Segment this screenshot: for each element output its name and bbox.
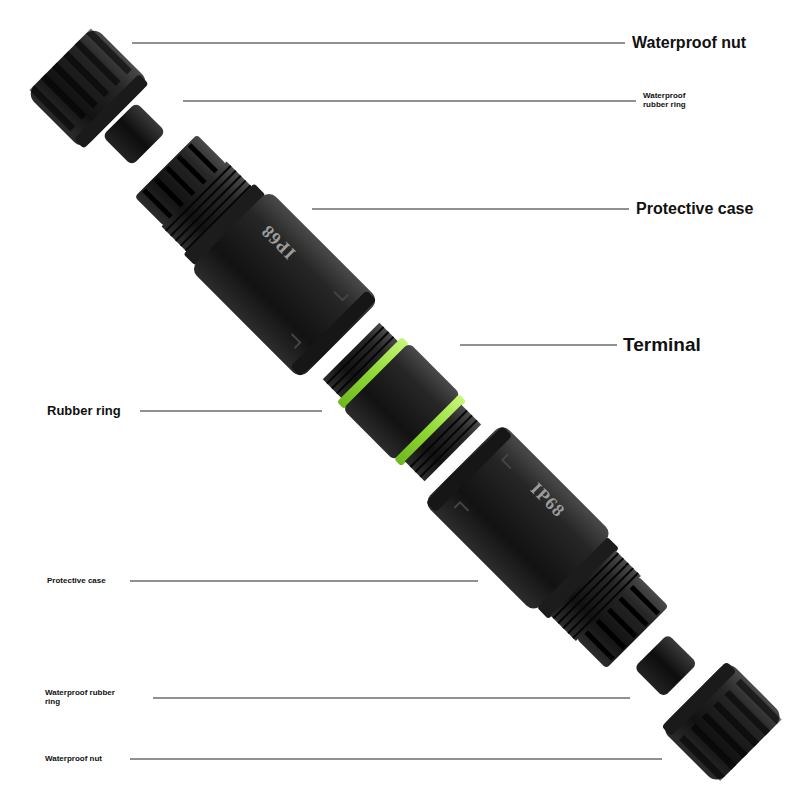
exploded-connector (20, 20, 790, 790)
leader-lines (130, 43, 662, 759)
part-label: Terminal (623, 335, 701, 356)
part-label: Waterproof rubber ring (643, 92, 705, 110)
rubber-ring (634, 634, 698, 698)
part-label: Waterproof rubber ring (45, 689, 123, 707)
part-label: Rubber ring (47, 404, 121, 418)
terminal (318, 318, 486, 486)
leader-line (130, 759, 662, 760)
leader-line (140, 411, 322, 412)
protective-case (423, 423, 677, 677)
leader-line (153, 698, 630, 699)
leader-line (312, 209, 629, 210)
embossed-marking: IP68 (257, 221, 298, 262)
part-label: Protective case (636, 200, 753, 218)
part-label: Protective case (47, 577, 106, 586)
embossed-marking: IP68 (527, 479, 568, 520)
part-label: Waterproof nut (45, 755, 102, 764)
leader-line (183, 101, 636, 102)
leader-line (132, 43, 625, 44)
part-label: Waterproof nut (632, 34, 746, 52)
waterproof-nut (660, 660, 784, 784)
protective-case (126, 126, 379, 379)
leader-line (130, 581, 478, 582)
leader-line (460, 345, 617, 346)
rubber-ring (102, 102, 166, 166)
